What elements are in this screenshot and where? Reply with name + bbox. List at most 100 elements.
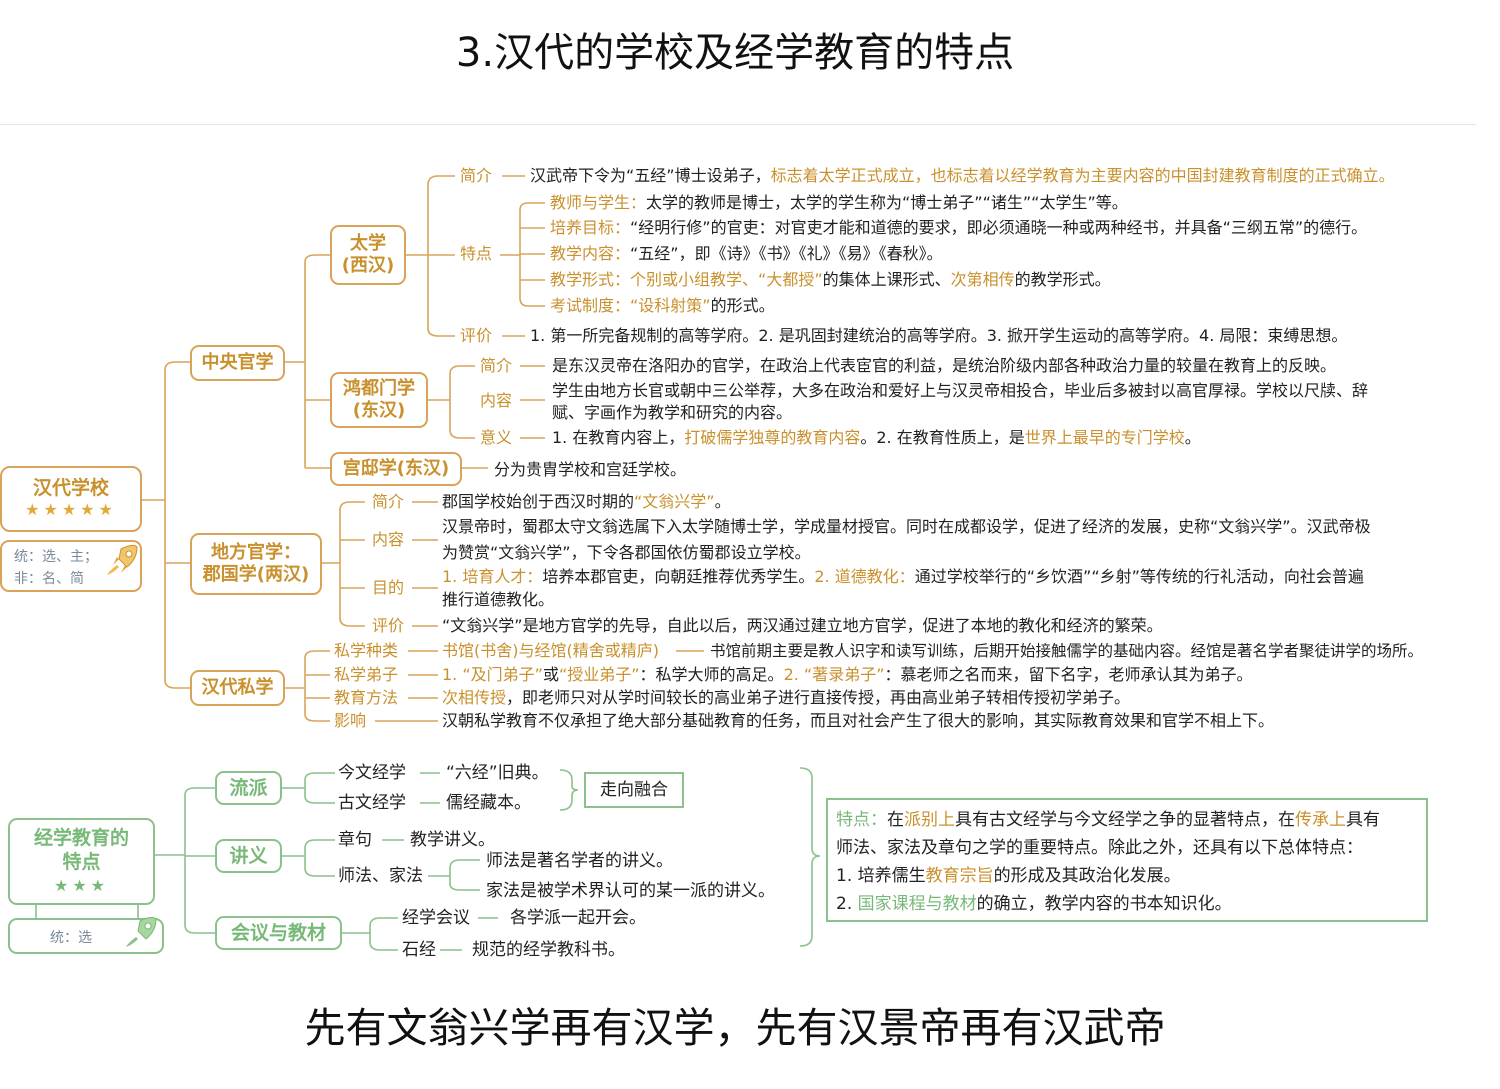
highlight-segment: 世界上最早的专门学校 bbox=[1024, 428, 1185, 447]
hongdu-intro-label: 简介 bbox=[480, 356, 513, 375]
hongdu-meaning-text: 1. 在教育内容上，打破儒学独尊的教育内容。2. 在教育性质上，是世界上最早的专… bbox=[552, 428, 1201, 448]
root2-note-box bbox=[8, 918, 164, 954]
zhangju-text: 教学讲义。 bbox=[410, 830, 495, 850]
taixue-feature-exam: 考试制度：“设科射策”的形式。 bbox=[550, 296, 775, 316]
root-note-box bbox=[0, 540, 142, 592]
features-line-2: 师法、家法及章句之学的重要特点。除此之外，还具有以下总体特点： bbox=[836, 838, 1363, 858]
private-disciples-text: 1. “及门弟子”或“授业弟子”：私学大师的高足。2. “著录弟子”：慕老师之名… bbox=[442, 665, 1253, 685]
highlight-segment: 个别或小组教学 bbox=[630, 270, 743, 289]
hongdu-period: (东汉) bbox=[352, 400, 406, 421]
text-segment: 培养本郡官吏，向朝廷推荐优秀学生。 bbox=[542, 567, 815, 586]
jiafa-text: 家法是被学术界认可的某一派的讲义。 bbox=[486, 881, 775, 901]
highlight-segment: “设科射策” bbox=[630, 296, 711, 315]
root-han-schools: 汉代学校 ★★★★★ bbox=[0, 466, 142, 532]
feature-text: 太学的教师是博士，太学的学生称为“博士弟子”“诸生”“太学生”等。 bbox=[646, 193, 1128, 212]
taixue-feature-teachers: 教师与学生：太学的教师是博士，太学的学生称为“博士弟子”“诸生”“太学生”等。 bbox=[550, 193, 1128, 213]
local-eval-text: “文翁兴学”是地方官学的先导，自此以后，两汉通过建立地方官学，促进了本地的教化和… bbox=[442, 616, 1163, 635]
shijing-label: 石经 bbox=[402, 940, 436, 960]
node-local-official: 地方官学： 郡国学(两汉) bbox=[190, 533, 322, 595]
features-summary-box: 特点：在派别上具有古文经学与今文经学之争的显著特点，在传承上具有 师法、家法及章… bbox=[826, 798, 1428, 922]
guwen-label: 古文经学 bbox=[338, 793, 406, 813]
node-hongdu: 鸿都门学 (东汉) bbox=[330, 372, 428, 428]
rating-stars: ★★★★★ bbox=[25, 500, 117, 519]
text-segment: 的教学形式。 bbox=[1014, 270, 1111, 289]
highlight-segment: 书馆(书舍)与经馆(精舍或精庐) bbox=[442, 641, 659, 660]
highlight-segment: 、 bbox=[742, 270, 759, 289]
text-segment: ：私学大师的高足。 bbox=[639, 665, 784, 684]
highlight-segment: 次相传授 bbox=[442, 688, 507, 707]
feature-text: “经明行修”的官吏：对官吏才能和道德的要求，即必须通晓一种或两种经书，并具备“三… bbox=[630, 218, 1368, 237]
highlight-segment: 教育宗旨 bbox=[925, 866, 994, 886]
node-gongdi: 宫邸学(东汉) bbox=[330, 452, 462, 486]
local-goal-text-2: 推行道德教化。 bbox=[442, 590, 555, 609]
local-content-label: 内容 bbox=[372, 530, 405, 549]
private-kinds-text: 书馆(书舍)与经馆(精舍或精庐) bbox=[442, 641, 659, 661]
local-content-text-1: 汉景帝时，蜀郡太守文翁选属下入太学随博士学，学成量材授官。同时在成都设学，促进了… bbox=[442, 517, 1371, 536]
highlight-segment: 1. 培育人才： bbox=[442, 567, 543, 586]
local-label-sub: 郡国学(两汉) bbox=[202, 564, 310, 585]
text-segment: 或 bbox=[542, 665, 559, 684]
features-line-3: 1. 培养儒生教育宗旨的形成及其政治化发展。 bbox=[836, 862, 1418, 890]
private-impact-label: 影响 bbox=[334, 711, 367, 730]
shifa-label: 师法、家法 bbox=[338, 866, 423, 886]
text-segment: 1. 培养儒生 bbox=[836, 866, 926, 886]
root2-label-sub: 特点 bbox=[62, 850, 101, 873]
taixue-intro-text: 汉武帝下令为“五经”博士设弟子，标志着太学正式成立，也标志着以经学教育为主要内容… bbox=[530, 166, 1395, 186]
feature-label: 教学形式： bbox=[550, 270, 631, 289]
highlight-segment: 传承上 bbox=[1295, 810, 1346, 830]
jinwen-label: 今文经学 bbox=[338, 763, 406, 783]
text-segment: 的形成及其政治化发展。 bbox=[993, 866, 1181, 886]
local-content-text-2: 为赞赏“文翁兴学”，下令各郡国依仿蜀郡设立学校。 bbox=[442, 543, 811, 562]
zhangju-label: 章句 bbox=[338, 830, 372, 850]
root-classics-education: 经学教育的 特点 ★★★ bbox=[8, 818, 155, 905]
taixue-label: 太学 bbox=[350, 233, 386, 254]
rating-stars: ★★★ bbox=[53, 875, 110, 895]
private-kinds-label: 私学种类 bbox=[334, 641, 399, 660]
text-segment: 1. 在教育内容上， bbox=[552, 428, 685, 447]
shifa-text: 师法是著名学者的讲义。 bbox=[486, 851, 673, 871]
taixue-eval-label: 评价 bbox=[460, 326, 493, 345]
text-segment: 具有 bbox=[1346, 810, 1380, 830]
hongdu-content-text-1: 学生由地方长官或朝中三公举荐，大多在政治和爱好上与汉灵帝相投合，毕业后多被封以高… bbox=[552, 381, 1369, 400]
feature-label: 教学内容： bbox=[550, 244, 631, 263]
root-note-1: 统：选、主； bbox=[14, 549, 98, 565]
text-segment: 的集体上课形式、 bbox=[822, 270, 951, 289]
text-segment: 通过学校举行的“乡饮酒”“乡射”等传统的行礼活动，向社会普遍 bbox=[914, 567, 1364, 586]
taixue-features-label: 特点 bbox=[460, 244, 493, 263]
root2-label: 经学教育的 bbox=[33, 826, 129, 849]
highlight-segment: 国家课程与教材 bbox=[857, 894, 977, 914]
private-impact-text: 汉朝私学教育不仅承担了绝大部分基础教育的任务，而且对社会产生了很大的影响，其实际… bbox=[442, 711, 1275, 730]
bottom-note: 先有文翁兴学再有汉学，先有汉景帝再有汉武帝 bbox=[304, 1004, 1166, 1052]
root-note-2: 非：名、简 bbox=[14, 571, 84, 587]
jinwen-text: “六经”旧典。 bbox=[446, 763, 549, 783]
local-label: 地方官学： bbox=[211, 542, 301, 563]
guwen-text: 儒经藏本。 bbox=[446, 793, 531, 813]
local-intro-label: 简介 bbox=[372, 492, 405, 511]
features-line-1: 特点：在派别上具有古文经学与今文经学之争的显著特点，在传承上具有 bbox=[836, 806, 1418, 834]
feature-prefix: 特点： bbox=[836, 810, 887, 830]
divider bbox=[0, 124, 1476, 125]
highlight-segment: 派别上 bbox=[904, 810, 955, 830]
highlight-segment: 1. “及门弟子” bbox=[442, 665, 543, 684]
taixue-intro-label: 简介 bbox=[460, 166, 493, 185]
private-method-text: 次相传授，即老师只对从学时间较长的高业弟子进行直接传授，再由高业弟子转相传授初学… bbox=[442, 688, 1130, 708]
highlight-segment: 2. 道德教化： bbox=[814, 567, 915, 586]
node-central-official: 中央官学 bbox=[190, 345, 285, 381]
taixue-feature-form: 教学形式：个别或小组教学、“大都授”的集体上课形式、次第相传的教学形式。 bbox=[550, 270, 1111, 290]
hongdu-label: 鸿都门学 bbox=[343, 378, 415, 399]
local-intro-text: 郡国学校始创于西汉时期的“文翁兴学”。 bbox=[442, 492, 731, 512]
highlight-segment: “授业弟子” bbox=[558, 665, 640, 684]
node-meetings-textbooks: 会议与教材 bbox=[215, 916, 342, 950]
root-label: 汉代学校 bbox=[32, 477, 109, 499]
local-goal-text-1: 1. 培育人才：培养本郡官吏，向朝廷推荐优秀学生。2. 道德教化：通过学校举行的… bbox=[442, 567, 1364, 587]
shijing-text: 规范的经学教科书。 bbox=[472, 940, 625, 960]
text-segment: 。 bbox=[714, 492, 731, 511]
text-segment: 。 bbox=[1184, 428, 1201, 447]
feature-label: 考试制度： bbox=[550, 296, 631, 315]
hongdu-content-label: 内容 bbox=[480, 391, 513, 410]
hongdu-content-text-2: 赋、字画作为教学和研究的内容。 bbox=[552, 403, 793, 422]
text-segment: ，即老师只对从学时间较长的高业弟子进行直接传授，再由高业弟子转相传授初学弟子。 bbox=[506, 688, 1131, 707]
